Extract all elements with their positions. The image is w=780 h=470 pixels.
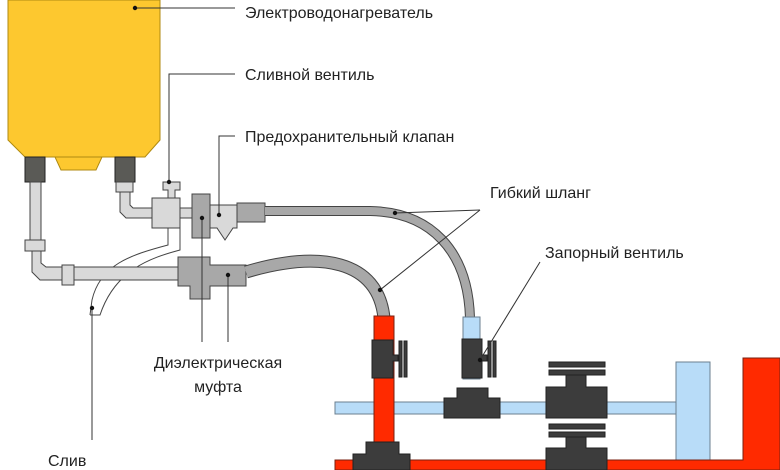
label-drain: Слив (48, 453, 86, 470)
drain-valve-body (151, 197, 181, 229)
dielectric-coupling-upper (191, 193, 211, 239)
label-shutoff-valve: Запорный вентиль (545, 245, 684, 262)
hot-outlet-pipe (115, 181, 266, 241)
leader-lines (89, 5, 541, 440)
label-dielectric-coupling-line1: Диэлектрическая (154, 355, 282, 372)
drain-valve-handle (162, 181, 181, 199)
cold-water-pipe (334, 316, 711, 463)
flexible-hoses (244, 206, 475, 319)
cold-outlet-pipe (24, 181, 181, 286)
main-valve-hot (545, 423, 608, 470)
dielectric-coupling-lower (177, 256, 247, 300)
cold-tee (443, 387, 501, 419)
label-drain-valve: Сливной вентиль (245, 67, 374, 84)
label-heater: Электроводонагреватель (245, 5, 433, 22)
hot-tee (352, 441, 411, 470)
main-valve-cold (545, 361, 608, 419)
shutoff-valve-cold (461, 338, 497, 379)
safety-valve (209, 204, 238, 241)
label-safety-valve: Предохранительный клапан (245, 129, 454, 146)
shutoff-valve-hot (371, 339, 408, 379)
water-heater (7, 0, 161, 183)
label-flexible-hose: Гибкий шланг (490, 185, 591, 202)
label-dielectric-coupling-line2: муфта (194, 379, 242, 396)
